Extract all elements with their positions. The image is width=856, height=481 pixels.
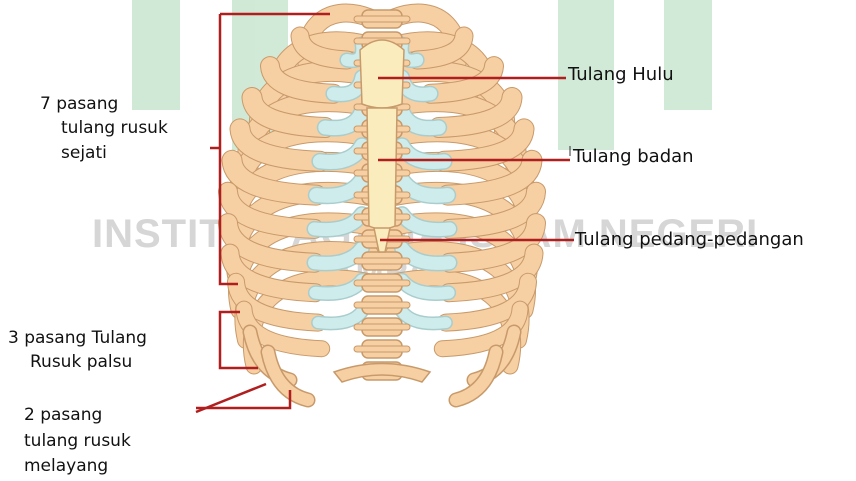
true-ribs-line-1: 7 pasang: [40, 94, 118, 115]
floating-ribs-line-2: tulang rusuk: [24, 431, 131, 452]
sternum-body-label: Tulang badan: [573, 146, 694, 167]
xiphoid-label: Tulang pedang-pedangan: [575, 229, 804, 250]
true-ribs-bracket: [220, 14, 238, 284]
false-ribs-line-2: Rusuk palsu: [30, 352, 132, 373]
false-ribs-line-1: 3 pasang Tulang: [8, 328, 147, 349]
false-ribs-bracket: [220, 312, 258, 368]
true-ribs-line-2: tulang rusuk: [61, 118, 168, 139]
floating-ribs-line-3: melayang: [24, 456, 108, 477]
floating-ribs-line-1: 2 pasang: [24, 405, 102, 426]
manubrium-label: Tulang Hulu: [568, 64, 674, 85]
true-ribs-line-3: sejati: [61, 143, 107, 164]
